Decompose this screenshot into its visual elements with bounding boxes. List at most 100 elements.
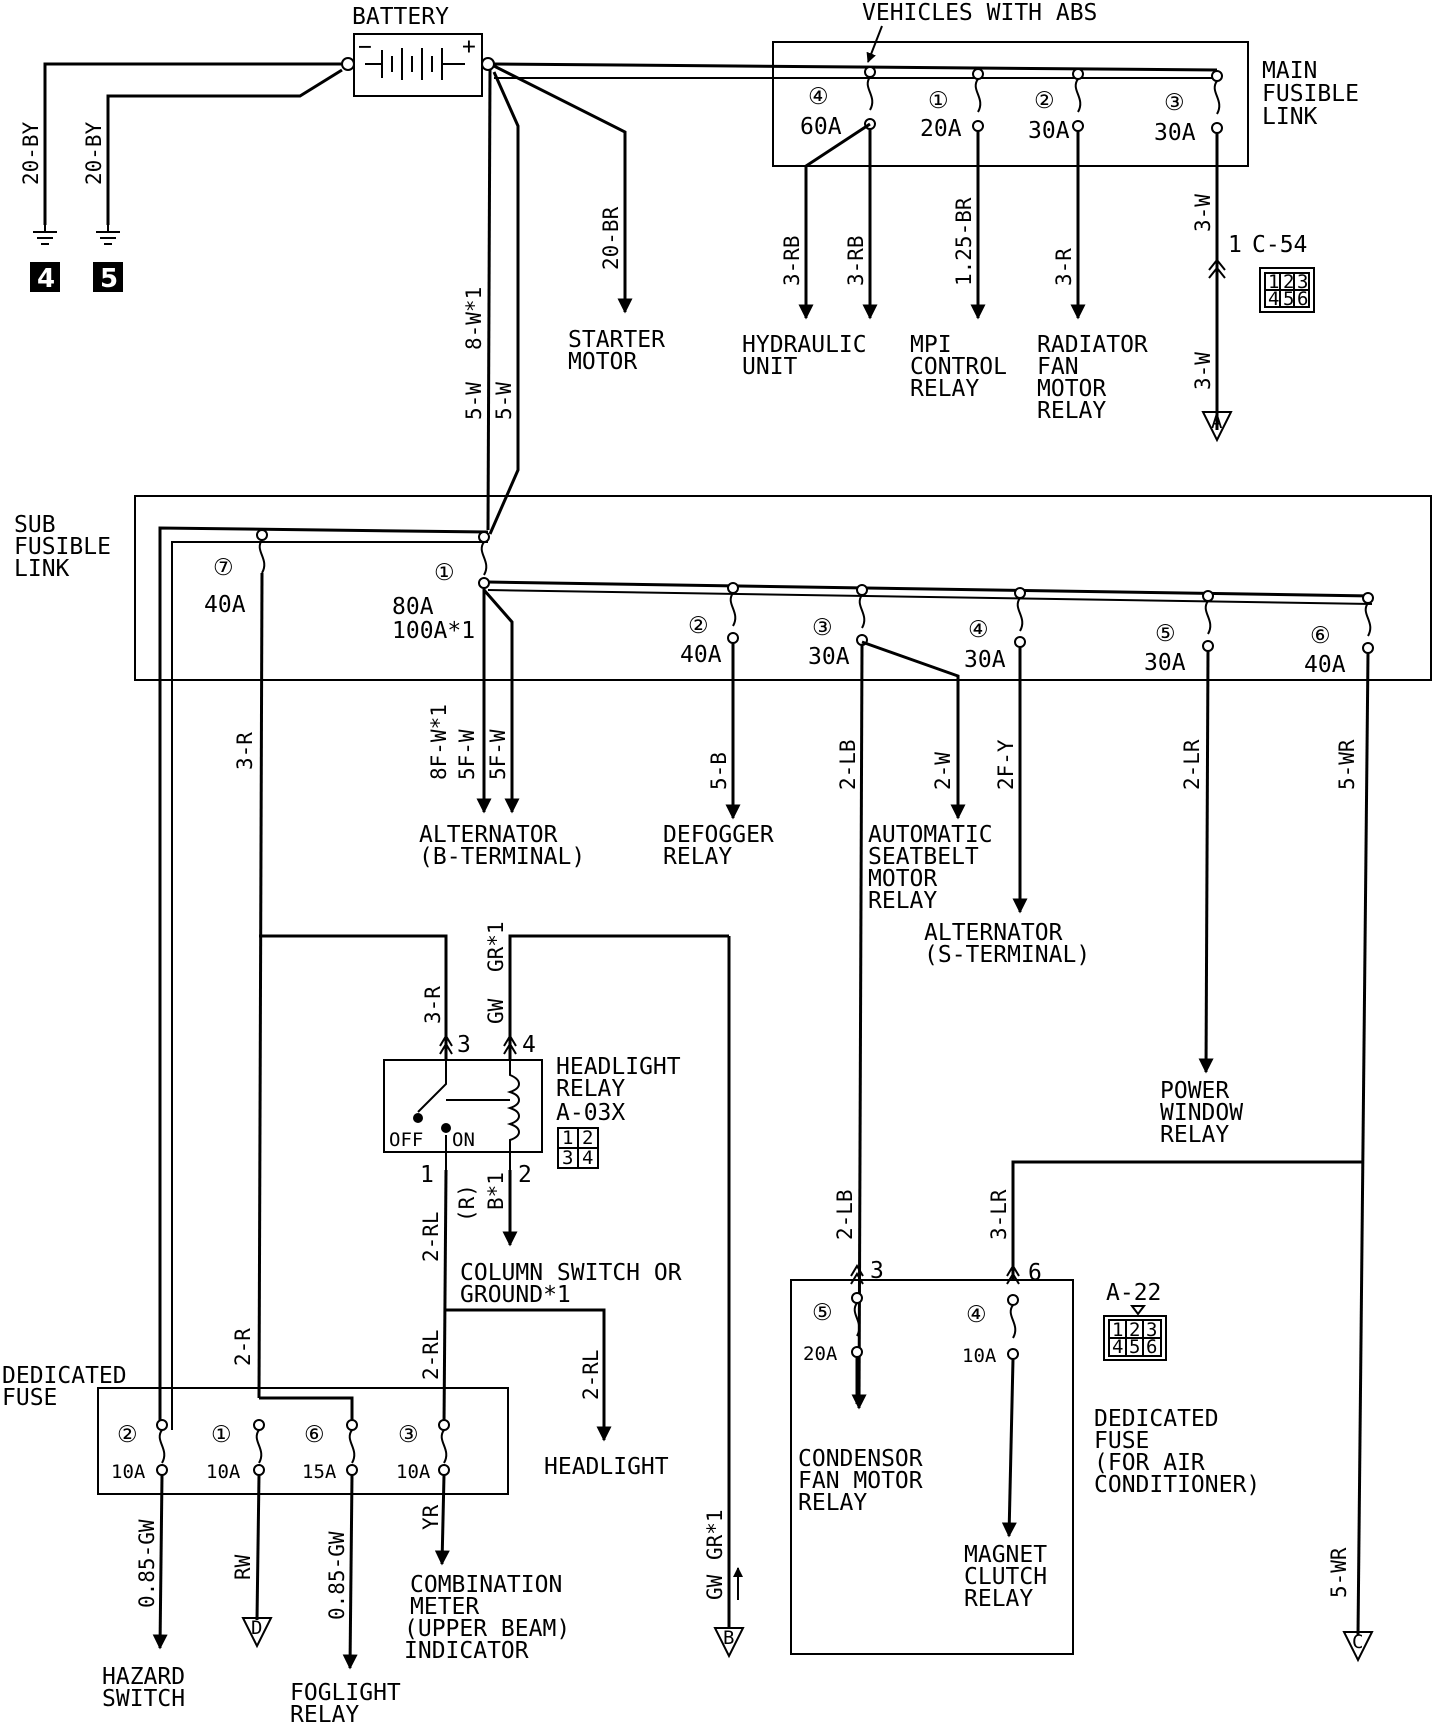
svg-text:60A: 60A [800, 114, 842, 140]
wire-relay-rl: 2-RL [419, 1211, 443, 1262]
svg-text:③: ③ [1164, 90, 1185, 116]
power-window-destination: POWER WINDOW RELAY [1160, 1078, 1257, 1148]
defogger-destination: DEFOGGER RELAY [663, 822, 788, 870]
svg-text:④: ④ [968, 617, 989, 643]
ac-fuse-4: ④ 10A [962, 1294, 1019, 1367]
svg-text:⑤: ⑤ [1155, 621, 1176, 647]
magnet-clutch-wire [1001, 1358, 1017, 1538]
svg-text:②: ② [688, 613, 709, 639]
sub-fuse-7: ⑦ 40A [204, 529, 268, 618]
wire-2fy: 2F-Y [994, 739, 1018, 790]
svg-text:30A: 30A [1028, 118, 1070, 144]
relay-connector-icon: 1 2 3 4 [557, 1127, 599, 1169]
wire-8fw: 8F-W*1 [427, 704, 451, 780]
ref-a-triangle [1201, 411, 1233, 443]
svg-text:1: 1 [562, 1127, 573, 1149]
svg-text:4: 4 [582, 1147, 593, 1169]
combination-meter-destination: COMBINATION METER (UPPER BEAM) INDICATOR [404, 1572, 584, 1664]
dedicated-fuse-3: ③ 10A [396, 1419, 450, 1483]
hazard-destination: HAZARD SWITCH [102, 1664, 199, 1712]
condensor-destination: CONDENSOR FAN MOTOR RELAY [798, 1446, 936, 1516]
wire-2r: 2-R [231, 1328, 255, 1366]
dedicated-fuse-box [97, 1387, 509, 1495]
svg-text:2: 2 [1129, 1319, 1140, 1341]
wire-085gw-b: 0.85-GW [325, 1531, 349, 1620]
main-fusible-link-label: MAIN FUSIBLE LINK [1262, 58, 1373, 130]
ground-wire-4 [43, 62, 342, 225]
svg-text:15A: 15A [302, 1461, 337, 1483]
ref-d-wire [255, 1474, 261, 1621]
foglight-wire [342, 1474, 358, 1670]
wire-3w-bottom: 3-W [1191, 352, 1215, 390]
starter-wire-label: 20-BR [599, 206, 623, 270]
starter-destination: STARTER MOTOR [568, 327, 679, 375]
relay-on-label: ON [452, 1129, 475, 1151]
connector-c54-icon: 1 2 3 4 5 6 [1259, 267, 1315, 313]
relay-pin-1-output [442, 1169, 448, 1426]
svg-text:⑥: ⑥ [1310, 623, 1331, 649]
seatbelt-destination: AUTOMATIC SEATBELT MOTOR RELAY [868, 822, 1006, 914]
foglight-destination: FOGLIGHT RELAY [290, 1680, 415, 1726]
relay-contact [417, 1060, 510, 1170]
svg-text:1: 1 [1112, 1319, 1123, 1341]
svg-text:4: 4 [1112, 1336, 1123, 1358]
wire-5fw-a: 5F-W [455, 729, 479, 780]
ref-b-letter: B [723, 1627, 734, 1649]
battery-to-sub-link-wires: 5-W 5-W 8-W*1 [462, 69, 520, 535]
sub-fuse-7-output [257, 572, 264, 1399]
svg-text:3: 3 [1297, 271, 1308, 293]
svg-text:10A: 10A [396, 1461, 431, 1483]
svg-text:6: 6 [1297, 288, 1308, 310]
relay-pin-1: 1 [420, 1162, 434, 1188]
ground-wires: 20-BY 20-BY 4 5 [19, 62, 343, 294]
ground-point-5-number: 5 [100, 264, 118, 294]
svg-text:10A: 10A [111, 1461, 146, 1483]
headlight-relay-label: HEADLIGHT RELAY A-03X [556, 1054, 694, 1126]
wire-5b: 5-B [707, 752, 731, 790]
svg-text:②: ② [117, 1422, 138, 1448]
a22-connector-icon: 1 2 3 4 5 6 [1103, 1305, 1167, 1361]
combination-meter-wire [434, 1474, 450, 1566]
svg-text:30A: 30A [1144, 650, 1186, 676]
sub-left-bus-inner [171, 541, 488, 1430]
ground-wire-5 [106, 68, 343, 225]
wire-relay-b: B*1 [484, 1172, 508, 1210]
ground-4-wire-label: 20-BY [19, 121, 43, 185]
svg-text:100A*1: 100A*1 [392, 618, 475, 644]
main-fuse-2: ② 30A [1028, 68, 1084, 144]
magnet-clutch-feed-wire [1011, 1160, 1363, 1280]
svg-text:⑦: ⑦ [213, 555, 234, 581]
battery-negative-terminal [341, 57, 355, 71]
sub-fuse-1: ① 80A 100A*1 [392, 531, 490, 644]
ref-a-letter: A [1211, 411, 1223, 433]
ref-c-triangle [1342, 1631, 1374, 1663]
magnet-clutch-destination: MAGNET CLUTCH RELAY [964, 1542, 1061, 1612]
wire-rw: RW [231, 1554, 255, 1580]
wire-3rb-2: 3-RB [844, 235, 868, 286]
wire-125br: 1.25-BR [952, 197, 976, 286]
sub-right-bus-2 [487, 589, 1373, 605]
svg-text:10A: 10A [962, 1345, 997, 1367]
svg-text:30A: 30A [1154, 120, 1196, 146]
wire-relay-r: (R) [455, 1184, 479, 1222]
wire-2lb: 2-LB [836, 739, 860, 790]
sub-fusible-link: SUB FUSIBLE LINK ⑦ 40A ① 80A 100A*1 ② [14, 495, 1432, 1430]
wire-yr: YR [419, 1504, 443, 1530]
wire-2lb-b: 2-LB [833, 1189, 857, 1240]
headlight-destination: HEADLIGHT [544, 1454, 669, 1480]
headlight-wire [444, 1308, 612, 1442]
connector-c54-pin: 1 [1228, 232, 1242, 258]
svg-text:④: ④ [966, 1302, 987, 1328]
ref-c-letter: C [1352, 1631, 1363, 1653]
relay-coil-icon [506, 1060, 520, 1170]
seatbelt-wire [861, 640, 966, 820]
wire-relay-3r: 3-R [421, 986, 445, 1024]
main-fusible-link-box [772, 41, 1249, 167]
wire-8w: 8-W*1 [462, 287, 486, 350]
relay-on-contact [441, 1123, 451, 1133]
svg-text:③: ③ [398, 1422, 419, 1448]
dedicated-fuse-bus [259, 1396, 354, 1425]
svg-text:①: ① [211, 1422, 232, 1448]
battery-plus: + [462, 34, 476, 60]
